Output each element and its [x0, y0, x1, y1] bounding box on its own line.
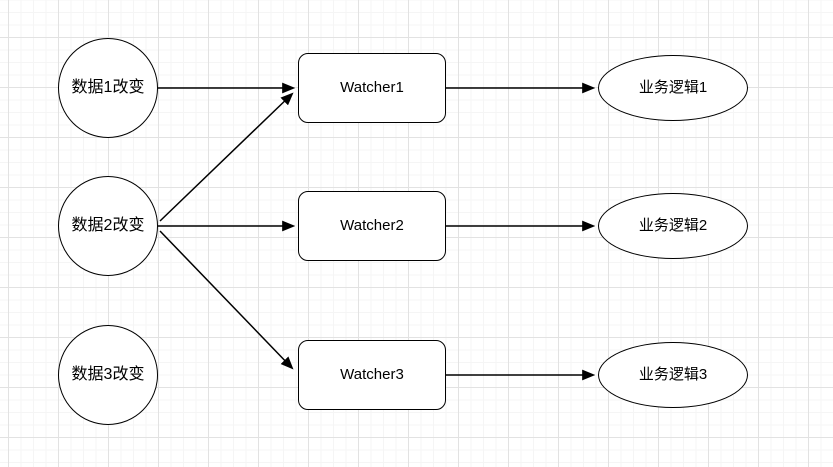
node-watcher-2-label: Watcher2: [340, 217, 404, 234]
node-source-3[interactable]: 数据3改变: [58, 325, 158, 425]
node-logic-3[interactable]: 业务逻辑3: [598, 342, 748, 408]
node-watcher-2[interactable]: Watcher2: [298, 191, 446, 261]
node-logic-3-label: 业务逻辑3: [638, 366, 708, 383]
node-watcher-1-label: Watcher1: [340, 79, 404, 96]
node-watcher-3-label: Watcher3: [340, 366, 404, 383]
node-source-2-label: 数据2改变: [71, 217, 145, 235]
node-watcher-3[interactable]: Watcher3: [298, 340, 446, 410]
node-source-1-label: 数据1改变: [71, 79, 145, 97]
node-source-3-label: 数据3改变: [71, 366, 145, 384]
node-logic-1[interactable]: 业务逻辑1: [598, 55, 748, 121]
node-logic-2[interactable]: 业务逻辑2: [598, 193, 748, 259]
edge-source2-watcher1[interactable]: [159, 92, 294, 222]
node-source-2[interactable]: 数据2改变: [58, 176, 158, 276]
node-logic-2-label: 业务逻辑2: [638, 217, 708, 234]
node-source-1[interactable]: 数据1改变: [58, 38, 158, 138]
node-watcher-1[interactable]: Watcher1: [298, 53, 446, 123]
edge-source2-watcher3[interactable]: [159, 230, 294, 370]
node-logic-1-label: 业务逻辑1: [638, 79, 708, 96]
